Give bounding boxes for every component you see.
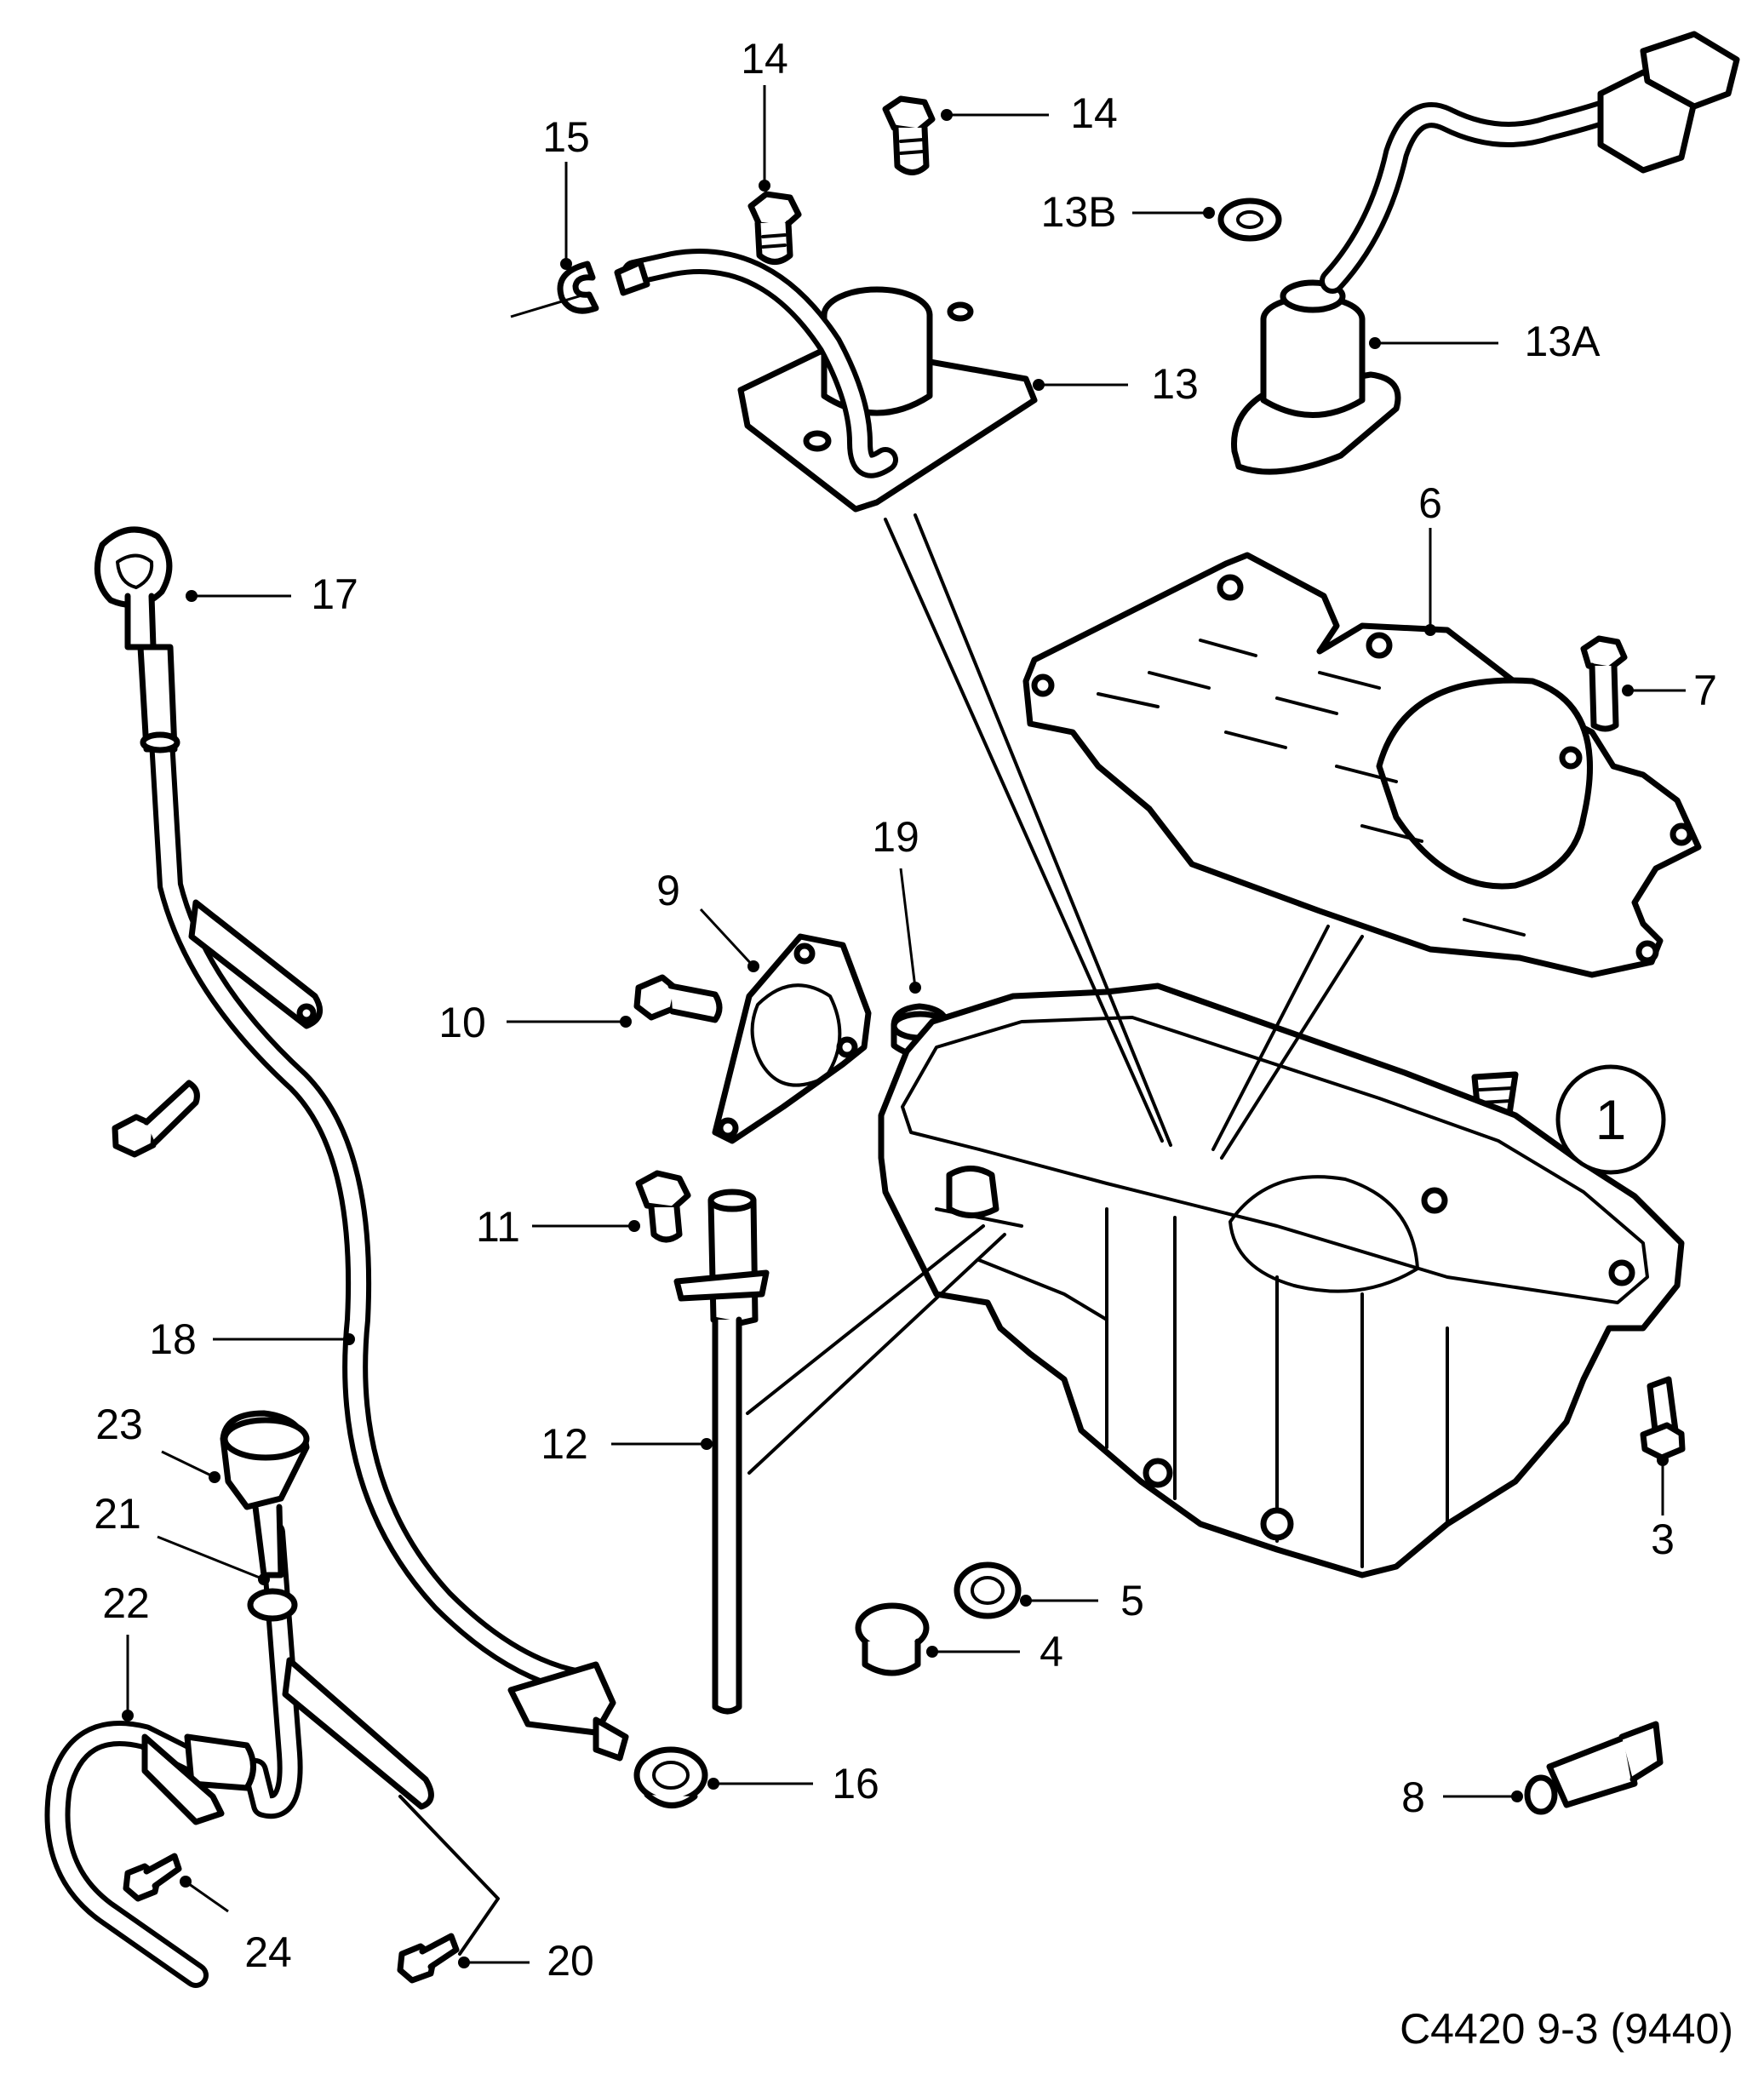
part-21-tube <box>243 1504 434 1819</box>
callout-3: 3 <box>1651 1515 1675 1563</box>
part-14-bolt-right <box>882 95 936 175</box>
part-6-baffle-plate <box>1022 552 1702 978</box>
part-16-grommet <box>633 1746 708 1808</box>
callout-labels: 14 14 15 13B 13 13A 17 6 7 19 9 10 11 18… <box>94 35 1717 1985</box>
part-9-gasket-plate <box>712 933 872 1144</box>
callout-13: 13 <box>1151 360 1199 408</box>
group-marker: 1 <box>1555 1064 1666 1175</box>
part-7-bolt <box>1580 635 1628 732</box>
callout-7: 7 <box>1693 667 1717 714</box>
callout-4: 4 <box>1040 1628 1063 1676</box>
part-4-drain-plug <box>855 1602 930 1676</box>
pan-leader-lines <box>746 513 1364 1475</box>
callout-14-right: 14 <box>1070 89 1118 137</box>
part-1-oil-pan <box>878 983 1685 1578</box>
part-13A-sensor <box>1231 31 1740 475</box>
callout-10: 10 <box>438 999 486 1046</box>
callout-18: 18 <box>149 1315 197 1363</box>
loose-bolt-left <box>112 1080 200 1158</box>
callout-5: 5 <box>1120 1577 1144 1624</box>
part-24-screw <box>123 1853 182 1902</box>
callout-12: 12 <box>541 1420 588 1468</box>
callout-14-left: 14 <box>741 35 788 83</box>
callout-6: 6 <box>1418 479 1442 527</box>
part-18-guide-tube <box>137 644 629 1762</box>
drawing-code: C4420 9-3 (9440) <box>1400 2005 1733 2053</box>
group-marker-number: 1 <box>1595 1088 1627 1151</box>
callout-leaders <box>122 85 1686 1968</box>
callout-9: 9 <box>656 867 680 914</box>
callout-17: 17 <box>311 570 358 618</box>
callout-13A: 13A <box>1525 318 1601 365</box>
callout-15: 15 <box>542 113 590 161</box>
part-14-bolt-left <box>747 191 802 265</box>
callout-21: 21 <box>94 1490 141 1538</box>
part-11-bolt <box>635 1170 691 1243</box>
part-13B-washer <box>1217 198 1282 242</box>
part-22-hose <box>44 1721 256 1988</box>
part-8-sealant-tube <box>1524 1721 1664 1815</box>
part-17-dipstick-handle <box>94 526 173 650</box>
callout-16: 16 <box>832 1760 879 1808</box>
callout-19: 19 <box>872 813 919 861</box>
callout-20: 20 <box>547 1937 594 1985</box>
part-20-screw <box>397 1795 500 1984</box>
callout-24: 24 <box>244 1928 292 1976</box>
callout-11: 11 <box>476 1203 520 1251</box>
callout-23: 23 <box>95 1401 143 1448</box>
part-13-sensor-plate <box>614 249 1038 513</box>
part-23-cap <box>220 1410 310 1510</box>
part-12-pipe <box>673 1189 770 1715</box>
callout-13B: 13B <box>1041 188 1117 236</box>
part-5-washer <box>954 1561 1022 1619</box>
callout-8: 8 <box>1401 1773 1425 1821</box>
part-15-clip <box>510 261 599 318</box>
part-10-bolt <box>633 974 723 1023</box>
callout-22: 22 <box>102 1579 150 1627</box>
part-3-bolt <box>1640 1376 1686 1461</box>
